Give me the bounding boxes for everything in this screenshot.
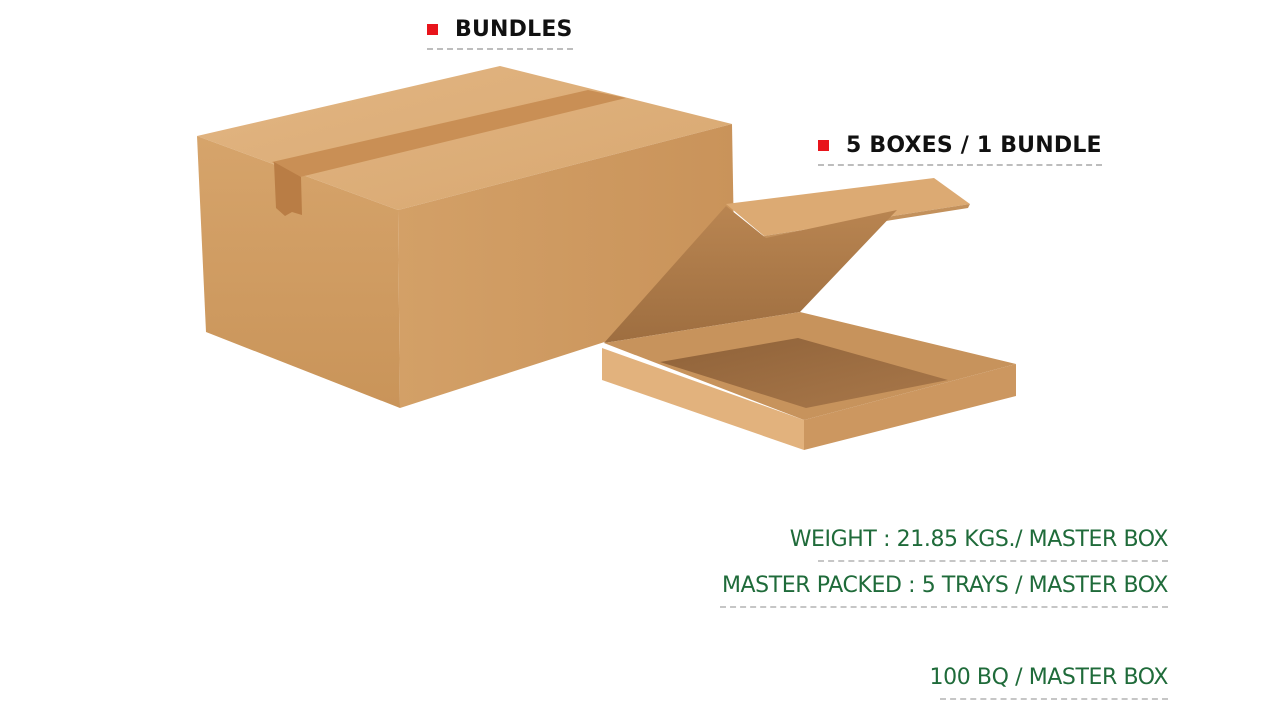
dashed-underline [818, 560, 1168, 562]
bundles-text: BUNDLES [455, 17, 573, 42]
master-packed-text: MASTER PACKED : 5 TRAYS / MASTER BOX [721, 573, 1168, 598]
weight-spec: WEIGHT : 21.85 KGS./ MASTER BOX [789, 527, 1169, 562]
dashed-underline [818, 164, 1102, 166]
dashed-underline [940, 698, 1168, 700]
weight-text: WEIGHT : 21.85 KGS./ MASTER BOX [789, 527, 1169, 552]
tray-box-image [602, 178, 1016, 450]
master-packed-spec: MASTER PACKED : 5 TRAYS / MASTER BOX [720, 573, 1168, 608]
dashed-underline [720, 606, 1168, 608]
quantity-text: 100 BQ / MASTER BOX [929, 665, 1169, 690]
red-square-icon [818, 140, 829, 151]
boxes-per-bundle-text: 5 BOXES / 1 BUNDLE [846, 133, 1102, 158]
master-box-image [197, 66, 735, 408]
boxes-per-bundle-label: 5 BOXES / 1 BUNDLE [818, 133, 1102, 166]
quantity-spec: 100 BQ / MASTER BOX [929, 665, 1169, 700]
red-square-icon [427, 24, 438, 35]
dashed-underline [427, 48, 573, 50]
bundles-label: BUNDLES [427, 17, 573, 50]
